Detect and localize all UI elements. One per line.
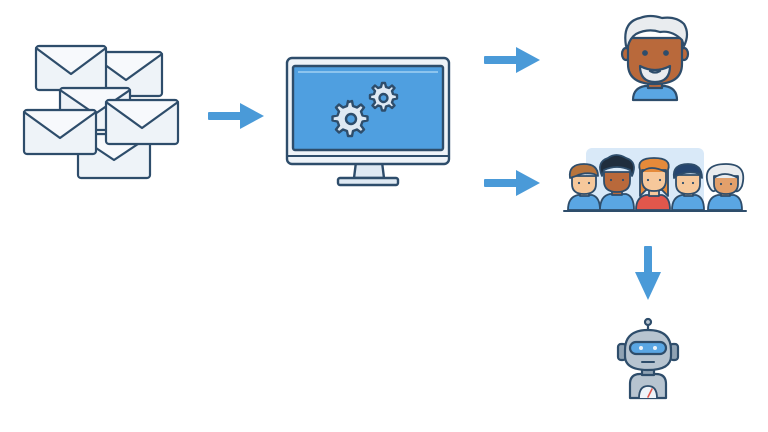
group-person <box>567 163 601 211</box>
robot-icon <box>616 317 680 400</box>
arrow-icon <box>484 47 540 73</box>
gear-icon <box>331 99 369 138</box>
arrow-icon <box>635 246 661 300</box>
arrow-icon <box>484 170 540 196</box>
arrow-icon <box>208 103 264 129</box>
envelope-icon <box>34 44 108 92</box>
envelope-stack-icon <box>22 44 180 180</box>
envelope-icon <box>104 98 180 146</box>
group-person <box>599 154 635 211</box>
envelope-icon <box>22 108 98 156</box>
group-person <box>671 163 705 211</box>
group-person <box>635 157 671 211</box>
group-of-people-icon <box>563 148 747 212</box>
group-person <box>705 163 745 211</box>
connector-arrows <box>208 47 661 300</box>
single-person-icon <box>620 14 690 102</box>
envelope-icon <box>88 50 164 98</box>
computer-monitor-gears-icon <box>285 56 451 187</box>
gear-icon <box>368 81 399 112</box>
